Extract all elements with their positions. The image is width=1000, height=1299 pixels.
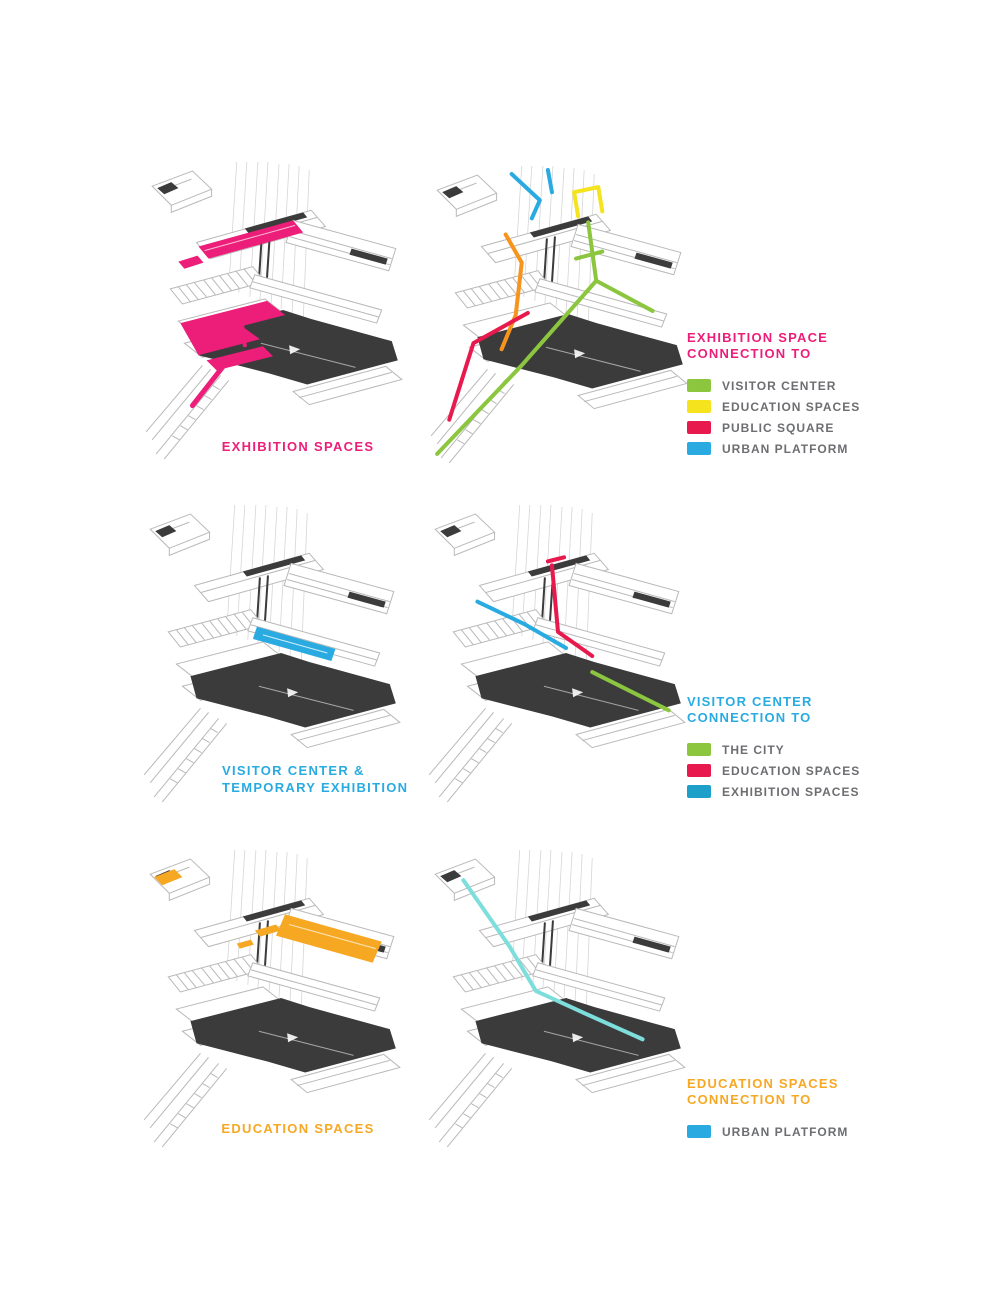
color-swatch xyxy=(687,442,711,455)
legend-item: URBAN PLATFORM xyxy=(687,1121,848,1142)
legend-item-label: THE CITY xyxy=(722,742,785,757)
axon-diagram-education-spaces xyxy=(143,850,401,1148)
color-swatch xyxy=(687,785,711,798)
legend-title: VISITOR CENTER CONNECTION TO xyxy=(687,694,860,726)
color-swatch xyxy=(687,379,711,392)
legend-items: URBAN PLATFORM xyxy=(687,1121,848,1142)
connection-line-urban-platform xyxy=(461,878,645,1042)
connection-line-education xyxy=(572,185,605,219)
connection-lines-visitor xyxy=(475,555,671,713)
caption-visitor-center: VISITOR CENTER & TEMPORARY EXHIBITION xyxy=(222,762,408,796)
connection-line-exhibition xyxy=(475,599,569,650)
legend-item: EXHIBITION SPACES xyxy=(687,781,860,802)
connection-line-visitor-center xyxy=(574,249,605,261)
color-swatch xyxy=(687,421,711,434)
legend-title-line: CONNECTION TO xyxy=(687,346,812,361)
legend-item: EDUCATION SPACES xyxy=(687,760,860,781)
legend-item: PUBLIC SQUARE xyxy=(687,417,860,438)
caption-line: VISITOR CENTER & xyxy=(222,763,365,778)
legend-title: EDUCATION SPACES CONNECTION TO xyxy=(687,1076,848,1108)
connection-line-public-square xyxy=(447,310,530,422)
axon-diagram-exhibition-connections xyxy=(430,166,688,464)
legend-title-line: CONNECTION TO xyxy=(687,1092,812,1107)
color-swatch xyxy=(687,400,711,413)
legend-item-label: PUBLIC SQUARE xyxy=(722,420,835,435)
connection-line-education xyxy=(545,555,567,564)
legend-item-label: URBAN PLATFORM xyxy=(722,441,849,456)
color-swatch xyxy=(687,764,711,777)
axon-diagram-education-connections xyxy=(428,850,686,1148)
connection-lines-exhibition xyxy=(435,168,655,456)
axon-diagram-visitor-connections xyxy=(428,505,686,803)
legend-item-label: URBAN PLATFORM xyxy=(722,1124,849,1139)
connection-line-ramp xyxy=(499,232,524,352)
legend-exhibition-connections: EXHIBITION SPACE CONNECTION TO VISITOR C… xyxy=(687,330,860,459)
legend-item: URBAN PLATFORM xyxy=(687,438,860,459)
axon-diagram-exhibition-spaces xyxy=(145,162,403,460)
legend-title-line: EDUCATION SPACES xyxy=(687,1076,839,1091)
legend-title-line: EXHIBITION SPACE xyxy=(687,330,829,345)
color-swatch xyxy=(687,743,711,756)
legend-item: VISITOR CENTER xyxy=(687,375,860,396)
legend-item-label: EDUCATION SPACES xyxy=(722,763,861,778)
legend-title: EXHIBITION SPACE CONNECTION TO xyxy=(687,330,860,362)
caption-exhibition-spaces: EXHIBITION SPACES xyxy=(221,439,375,454)
legend-item-label: EXHIBITION SPACES xyxy=(722,784,860,799)
connection-line-city xyxy=(590,670,671,713)
legend-items: VISITOR CENTER EDUCATION SPACES PUBLIC S… xyxy=(687,375,860,459)
legend-education-connections: EDUCATION SPACES CONNECTION TO URBAN PLA… xyxy=(687,1076,848,1142)
legend-item: THE CITY xyxy=(687,739,860,760)
caption-line: TEMPORARY EXHIBITION xyxy=(222,780,409,795)
caption-education-spaces: EDUCATION SPACES xyxy=(221,1121,375,1136)
highlight-education-areas xyxy=(154,869,382,963)
legend-items: THE CITY EDUCATION SPACES EXHIBITION SPA… xyxy=(687,739,860,802)
legend-item: EDUCATION SPACES xyxy=(687,396,860,417)
connection-lines-education xyxy=(461,878,645,1042)
legend-title-line: VISITOR CENTER xyxy=(687,694,813,709)
connection-line-urban-platform xyxy=(509,172,542,221)
legend-item-label: EDUCATION SPACES xyxy=(722,399,861,414)
color-swatch xyxy=(687,1125,711,1138)
highlight-exhibition-areas xyxy=(178,220,304,409)
highlight-visitor-center xyxy=(252,626,336,662)
legend-visitor-connections: VISITOR CENTER CONNECTION TO THE CITY ED… xyxy=(687,694,860,802)
axon-diagram-visitor-center xyxy=(143,505,401,803)
legend-item-label: VISITOR CENTER xyxy=(722,378,837,393)
legend-title-line: CONNECTION TO xyxy=(687,710,812,725)
